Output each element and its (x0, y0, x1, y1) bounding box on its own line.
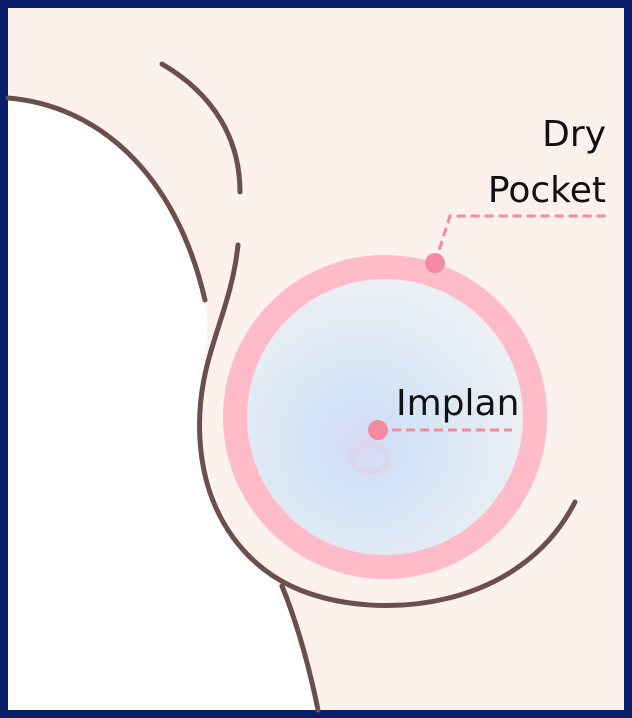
dry-pocket-marker (425, 253, 445, 273)
breast-contour (197, 242, 578, 609)
implant-marker (368, 420, 388, 440)
implant-label: Implan (396, 383, 519, 424)
dry-pocket-leader-line (433, 214, 608, 264)
implant-valve-icon (349, 441, 391, 475)
body-contour-upper (5, 95, 208, 303)
skin-fold-line (159, 61, 243, 195)
body-region (8, 98, 320, 710)
body-contour-lower (279, 583, 321, 713)
implant-body (247, 279, 523, 555)
dry-pocket-label-line1: Dry (542, 114, 606, 155)
dry-pocket-label-line2: Pocket (488, 170, 606, 211)
